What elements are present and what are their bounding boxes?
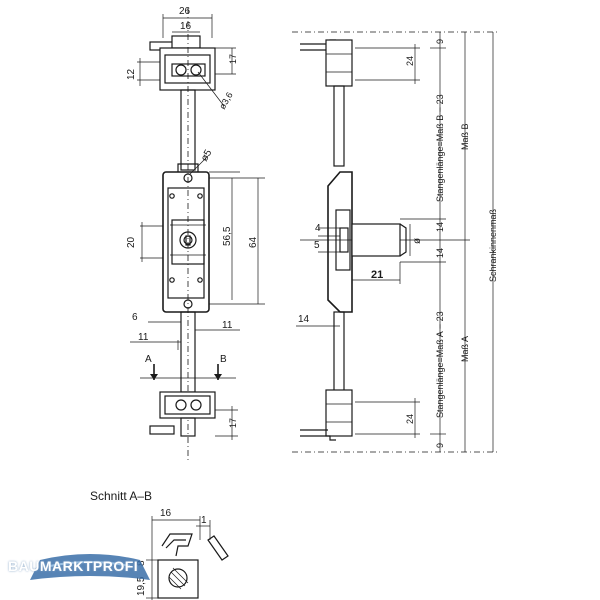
dim-phi: ø: [412, 238, 423, 244]
dim-9-bottom: 9: [435, 443, 445, 448]
dim-17-top: 17: [228, 54, 238, 64]
section-b-label: B: [220, 354, 227, 365]
label-stange-a: Stangenlänge=Maß A − 23: [435, 311, 445, 418]
dim-64: 64: [248, 236, 259, 248]
watermark-logo: [30, 554, 150, 580]
dim-11-left: 11: [138, 332, 149, 343]
dim-56-5: 56,5: [222, 226, 233, 246]
dim-17-bottom: 17: [228, 418, 238, 428]
dim-12: 12: [126, 68, 137, 80]
dim-24-bottom: 24: [405, 414, 415, 424]
front-view: 26 16 17 12 ø3,6: [126, 6, 265, 460]
dim-d5: ø5: [199, 148, 215, 164]
section-title: Schnitt A–B: [90, 489, 152, 503]
dim-6: 6: [132, 312, 138, 323]
watermark-text: BAUMARKTPROFI: [8, 558, 139, 574]
dim-14-lower: 14: [435, 248, 445, 258]
side-view: 9 9 14 14 Stangenlänge=Maß B − 23 Stange…: [292, 31, 500, 453]
dim-14-left: 14: [298, 314, 310, 325]
label-stange-b: Stangenlänge=Maß B − 23: [435, 94, 445, 202]
section-a-label: A: [145, 354, 152, 365]
dim-16-section: 16: [160, 508, 172, 519]
dim-1: 1: [201, 515, 207, 526]
dim-9-top: 9: [435, 39, 445, 44]
dim-20: 20: [126, 236, 137, 248]
dim-16: 16: [180, 21, 192, 32]
label-mass-b: Maß B: [460, 123, 470, 150]
label-mass-a: Maß A: [460, 336, 470, 362]
dim-d36: ø3,6: [217, 90, 235, 111]
dim-21: 21: [371, 269, 383, 281]
dim-14-upper: 14: [435, 222, 445, 232]
label-schrankinnenmass: Schrankinnenmaß: [488, 208, 498, 282]
dim-24-top: 24: [405, 56, 415, 66]
dim-5: 5: [314, 240, 320, 251]
dim-19-5: 19,5: [136, 576, 147, 596]
dim-26: 26: [179, 6, 191, 17]
section-view: Schnitt A–B 16 1 19,5 8: [90, 489, 229, 600]
dim-4: 4: [315, 223, 321, 234]
dim-11-right: 11: [222, 320, 233, 331]
